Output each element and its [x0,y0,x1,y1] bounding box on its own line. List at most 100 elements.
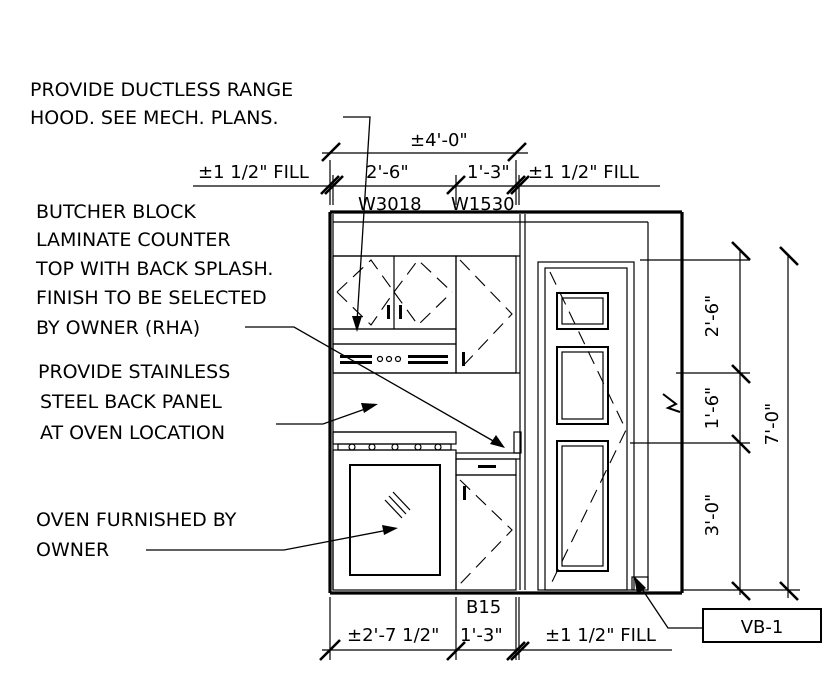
tick-mark [321,142,341,162]
cabinet-handle [387,305,390,319]
note-oven-line-2: OWNER [36,539,109,561]
cabinet-handle [399,305,402,319]
dim-bottom-left: ±2'-7 1/2" [347,625,439,646]
door-panel-bottom-inner [561,445,604,567]
tick-mark [506,641,526,661]
door-swing [336,291,395,326]
range-hood-arrow [352,316,362,332]
right-dimensions: 2'-6" 1'-6" 3'-0" 7'-0" [630,241,800,601]
oven-knob [348,443,356,451]
door-swing [336,259,395,293]
dim-right-overall: 7'-0" [762,403,783,446]
oven-knob [368,443,376,451]
tick-mark [324,175,344,195]
cooktop [332,431,457,445]
tick-mark [731,364,751,384]
note-counter: BUTCHER BLOCK LAMINATE COUNTER TOP WITH … [35,201,505,448]
door-panel-top [556,292,609,330]
tick-mark [510,175,530,195]
note-oven-line-1: OVEN FURNISHED BY [36,509,237,531]
hood-vent [340,355,372,358]
oven-window [349,464,441,576]
range-hood [332,343,457,374]
note-counter-line-3: TOP WITH BACK SPLASH. [35,258,273,280]
tick-mark [731,581,751,601]
door-panel-mid-inner [561,351,604,420]
tag-box [702,608,822,643]
label-wall-cab-1: W3018 [358,194,422,215]
tick-mark [779,581,799,601]
back-panel-arrow [361,403,378,413]
top-dimensions: ±4'-0" ±1 1/2" FILL 2'-6" 1'-3" ±1 1/2" … [193,130,660,215]
hood-vent [340,361,372,364]
hood-vent [408,361,448,364]
door-panel-mid [556,346,609,425]
counter-top [455,452,521,460]
note-back-panel: PROVIDE STAINLESS STEEL BACK PANEL AT OV… [38,361,378,444]
oven-body [332,449,457,591]
pantry-door [544,267,628,591]
counter-leader [245,326,496,443]
door-swing [459,259,513,370]
tick-mark [510,641,530,661]
cabinet-elevation [328,210,684,595]
dim-top-fill-right: ±1 1/2" FILL [528,162,639,183]
note-counter-line-1: BUTCHER BLOCK [36,201,196,223]
tick-mark [446,175,466,195]
tick-mark [507,142,527,162]
oven-leader [146,529,389,551]
oven-knob [434,443,442,451]
door-panel-top-inner [561,297,604,325]
tag-label: VB-1 [741,617,784,638]
base-cabinet-b15 [455,474,517,591]
back-panel-leader [276,407,369,425]
counter-arrow [490,435,505,448]
tick-mark [731,434,751,454]
tag-arrow [634,576,646,594]
note-back-panel-line-2: STEEL BACK PANEL [40,391,222,413]
note-back-panel-line-1: PROVIDE STAINLESS [38,361,230,383]
hood-knob [376,355,384,363]
tick-mark [320,175,340,195]
cabinet-handle [462,352,465,366]
tick-mark [506,175,526,195]
glass-reflection [388,495,407,515]
tag-leader [639,585,703,629]
range-hood-top [332,328,457,345]
oven-knob [391,443,399,451]
label-wall-cab-2: W1530 [451,194,515,215]
oven-arrow [382,525,398,535]
dim-bottom-fill: ±1 1/2" FILL [545,625,656,646]
dim-right-upper: 2'-6" [702,295,723,338]
pantry-door-frame [537,261,635,591]
note-range-hood-line-1: PROVIDE DUCTLESS RANGE [30,79,293,101]
door-panel-bottom [556,440,609,572]
note-counter-line-2: LAMINATE COUNTER [36,229,231,251]
dim-top-right-cab: 1'-3" [467,162,510,183]
hood-vent [408,355,448,358]
tick-mark [446,641,466,661]
tick-mark [731,241,751,261]
glass-reflection [384,499,403,519]
note-counter-line-5: BY OWNER (RHA) [36,317,200,339]
note-oven: OVEN FURNISHED BY OWNER [36,509,398,561]
note-counter-line-4: FINISH TO BE SELECTED [36,287,267,309]
dim-right-lower: 3'-0" [702,494,723,537]
door-swing [459,479,513,585]
door-swing [393,259,453,293]
break-line [662,393,681,413]
tick-mark [779,246,799,266]
oven-knob [414,443,422,451]
label-base-cab: B15 [466,597,501,618]
drawer-pull [478,465,496,468]
dim-top-fill-left: ±1 1/2" FILL [198,162,309,183]
hood-knob [394,355,402,363]
door-swing [393,291,453,326]
range-hood-leader [343,116,371,323]
note-range-hood: PROVIDE DUCTLESS RANGE HOOD. SEE MECH. P… [30,79,371,332]
note-back-panel-line-3: AT OVEN LOCATION [40,422,225,444]
dim-top-left-cab: 2'-6" [366,162,409,183]
dim-top-overall: ±4'-0" [410,130,468,151]
bottom-dimensions: B15 ±2'-7 1/2" 1'-3" ±1 1/2" FILL VB-1 [319,576,822,661]
